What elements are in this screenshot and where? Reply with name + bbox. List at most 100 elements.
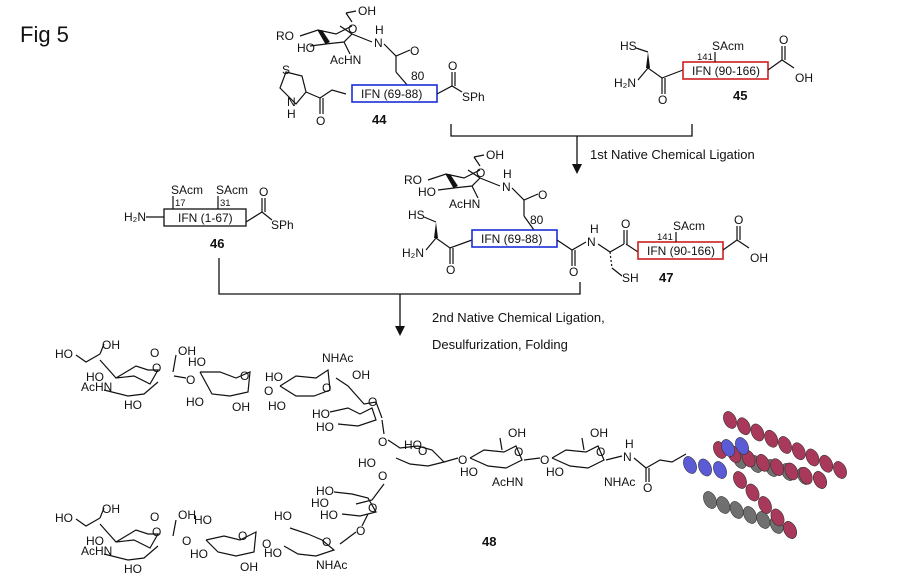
ho-48-core4: HO [546,465,564,479]
helix-turn [758,496,772,514]
oh-acid-label-47: OH [750,251,768,265]
oh-48-acid: OH [178,344,196,358]
o-label-47c: O [621,217,630,231]
sacm-17-label-46: SAcm [171,183,203,197]
ho-48-6: HO [265,370,283,384]
lower-antenna: HO HO HO O O HO O HO NHAc O HO O HO OH O… [55,483,385,576]
compound-48: HO OH HO AcHN HO O O OH O HO HO O OH O H… [55,338,847,576]
h-label-47: H [503,167,512,181]
h2n-label-45: H₂N [614,76,636,90]
ho-48-l4: HO [274,509,292,523]
o-48-l-link3: O [182,534,191,548]
ho-48-4: HO [188,355,206,369]
sph-label-46: SPh [271,218,294,232]
sacm-31-label-46: SAcm [216,183,248,197]
oh-48-1: OH [102,338,120,352]
sacm-label-45: SAcm [712,39,744,53]
ho-48-core2: HO [358,456,376,470]
step2-conditions-line2: Desulfurization, Folding [432,337,568,352]
o-48-l-link2: O [262,537,271,551]
h2n-label-46: H₂N [124,210,146,224]
helix-turn [736,417,751,436]
helix-blue-1 [683,456,727,479]
ho-48-8: HO [312,407,330,421]
sacm-label-47: SAcm [673,219,705,233]
ho-48-core3: HO [460,465,478,479]
helix-turn [783,521,797,539]
compound-number-46: 46 [210,236,224,251]
s-label-44: S [282,63,290,77]
ho-48-core1: HO [404,438,422,452]
residue-141-label-47: 141 [657,232,673,243]
compound-number-45: 45 [733,88,747,103]
oh-48-core2: OH [590,426,608,440]
n-label-44: N [374,36,383,50]
achn-48-core: AcHN [492,475,523,489]
helix-turn [703,491,717,509]
oh-48-l2: OH [102,502,120,516]
ring-o-48-l3: O [238,529,247,543]
o-48-acid: O [150,346,159,360]
helix-turn [755,454,770,472]
helix-turn [721,439,735,457]
helix-turn [764,429,779,448]
n-thz-label-44: N [287,95,296,109]
hs-label-47: HS [408,208,425,222]
o-48-link5: O [540,453,549,467]
helix-turn [784,462,799,481]
helix-turn [756,511,771,529]
compound-45: HS H₂N O IFN (90-166) 141 SAcm O OH 45 [614,33,813,107]
ho-48-l3: HO [320,508,338,522]
residue-80-label-44: 80 [411,69,425,83]
ho-48-l7: HO [190,547,208,561]
helix-turn [743,506,757,524]
helix-turn [778,436,792,454]
helix-turn [698,458,712,477]
figure-label: Fig 5 [20,22,69,47]
o2-label-45: O [779,33,788,47]
helix-turn [745,483,760,502]
compound-number-47: 47 [659,270,673,285]
n-48-amide: N [623,450,632,464]
ro-label-47: RO [404,173,422,187]
sph-label-44: SPh [462,90,485,104]
ring-o-48-core2: O [514,445,523,459]
glcnac-ring-44 [299,10,373,55]
residue-17-label-46: 17 [175,198,186,209]
ring-o-48-l4: O [152,525,161,539]
h-nh-label-47: H [590,222,599,236]
segment-a-label-47: IFN (69-88) [481,232,542,246]
helix-red-1 [723,411,847,479]
step1-conditions: 1st Native Chemical Ligation [590,147,755,162]
ring-o-48-core3: O [596,445,605,459]
helix-turn [683,456,697,474]
oh-48-2: OH [232,400,250,414]
h-thz-label-44: H [287,107,296,121]
o-label-47b: O [569,265,578,279]
ring-o-label-47: O [476,166,485,180]
achn-48-l: AcHN [81,544,112,558]
oh-48-3: OH [352,368,370,382]
h-label-44: H [375,23,384,37]
compound-46: H₂N IFN (1-67) 17 31 SAcm SAcm O SPh 46 [124,183,294,251]
o-amide-label-47: O [538,188,547,202]
achn-label-44: AcHN [330,53,361,67]
helix-blue-2 [721,437,749,457]
o-48-acid2: O [150,510,159,524]
ho-48-l2: HO [311,496,329,510]
o-48-amide: O [643,481,652,495]
helix-turn [813,471,827,489]
segment-b-label-47: IFN (90-166) [647,244,715,258]
ho-48-l5: HO [264,546,282,560]
nhac-48-l: NHAc [316,558,347,572]
helix-turn [770,458,785,476]
o-48-core-link: O [378,469,387,483]
ho-label-47: HO [418,185,436,199]
oh-label-45: OH [795,71,813,85]
ifn-1-67-box-46 [163,208,247,227]
residue-80-label-47: 80 [530,213,544,227]
o-label-44a: O [316,114,325,128]
nhac-48-core: NHAc [604,475,635,489]
oh-48-acid2: OH [178,508,196,522]
h-48-amide: H [625,437,634,451]
